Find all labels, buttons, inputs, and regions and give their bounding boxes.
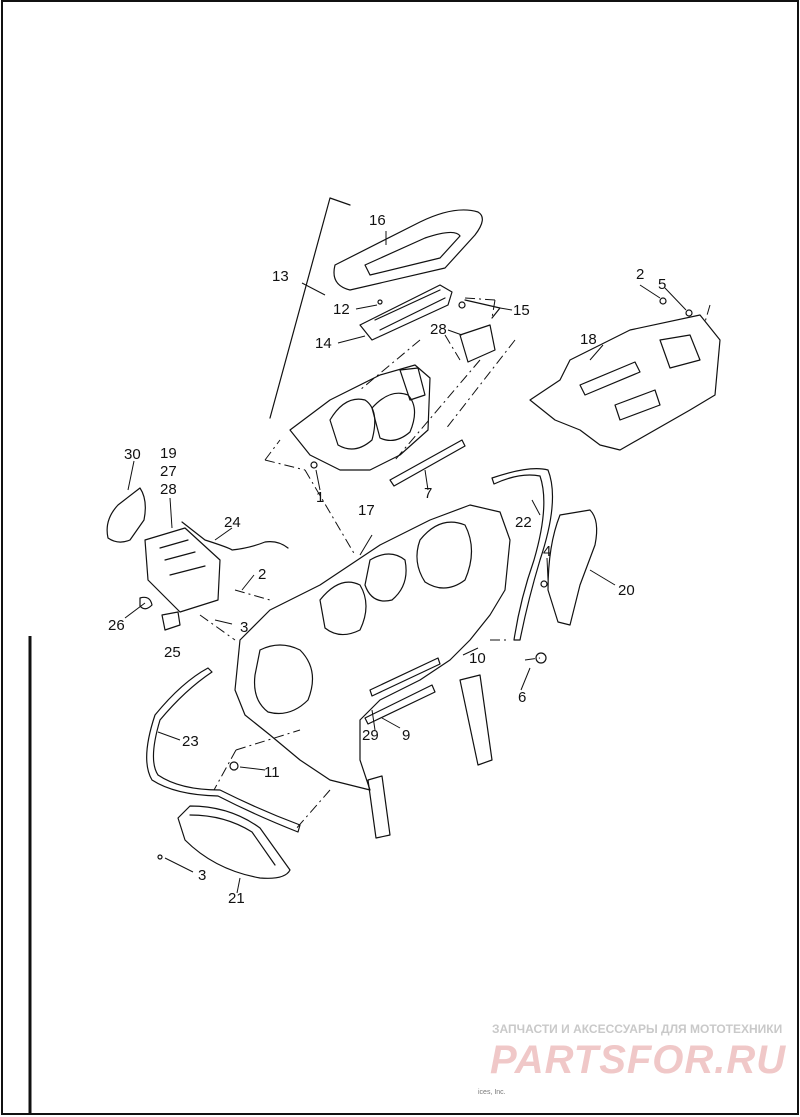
part-30-cover bbox=[106, 487, 146, 543]
callout-14: 14 bbox=[315, 335, 332, 352]
callout-5: 5 bbox=[658, 276, 666, 293]
callout-3-right: 3 bbox=[198, 867, 206, 884]
part-inner-fairing-frame bbox=[289, 364, 431, 471]
leader-13 bbox=[269, 197, 351, 419]
fastener-6 bbox=[535, 652, 547, 664]
callout-21: 21 bbox=[228, 890, 245, 907]
callout-28-left: 28 bbox=[160, 481, 177, 498]
fastener-12 bbox=[377, 299, 383, 305]
callout-12: 12 bbox=[333, 301, 350, 318]
part-15-switch bbox=[459, 299, 501, 363]
part-19-connector-box bbox=[144, 527, 221, 613]
callout-13: 13 bbox=[272, 268, 289, 285]
copyright-text: ices, Inc. bbox=[478, 1089, 506, 1096]
watermark-brand: PARTSFOR.RU bbox=[490, 1038, 787, 1082]
watermark-tagline: ЗАПЧАСТИ И АКСЕССУАРЫ ДЛЯ МОТОТЕХНИКИ bbox=[492, 1022, 783, 1036]
part-bracket-right bbox=[459, 674, 493, 766]
part-29-strip bbox=[369, 657, 441, 697]
callout-10: 10 bbox=[469, 650, 486, 667]
part-14-bracket-strip bbox=[359, 284, 453, 341]
part-20-trim bbox=[547, 509, 598, 626]
callout-7: 7 bbox=[424, 485, 432, 502]
part-21-side-panel bbox=[177, 805, 291, 879]
part-23-seal bbox=[146, 667, 301, 833]
callout-25: 25 bbox=[164, 644, 181, 661]
fastener-4 bbox=[540, 580, 548, 588]
part-7-rod bbox=[389, 439, 466, 487]
callout-3-left: 3 bbox=[240, 619, 248, 636]
callout-23: 23 bbox=[182, 733, 199, 750]
part-24-harness bbox=[181, 521, 289, 551]
callout-27: 27 bbox=[160, 463, 177, 480]
callout-19: 19 bbox=[160, 445, 177, 462]
part-17-outer-fairing bbox=[234, 504, 511, 791]
callout-2-left: 2 bbox=[258, 566, 266, 583]
part-26-clip bbox=[139, 596, 153, 610]
fastener-1 bbox=[310, 461, 318, 469]
fastener-5 bbox=[685, 309, 693, 317]
callout-labels: 16 13 12 14 15 28 2 5 18 30 19 27 28 1 7… bbox=[108, 212, 666, 907]
callout-9: 9 bbox=[402, 727, 410, 744]
callout-28-upper: 28 bbox=[430, 321, 447, 338]
part-16-top-trim bbox=[333, 209, 483, 291]
callout-11: 11 bbox=[264, 764, 280, 781]
part-bracket-lower bbox=[367, 775, 391, 839]
part-9-rod bbox=[364, 684, 436, 725]
callout-6: 6 bbox=[518, 689, 526, 706]
callout-18: 18 bbox=[580, 331, 597, 348]
callout-20: 20 bbox=[618, 582, 635, 599]
part-22-seal bbox=[491, 468, 554, 641]
callout-17: 17 bbox=[358, 502, 375, 519]
callout-29: 29 bbox=[362, 727, 379, 744]
fastener-2-top bbox=[659, 297, 667, 305]
callout-2-upper: 2 bbox=[636, 266, 644, 283]
fastener-3-lower bbox=[157, 854, 163, 860]
leader-lines bbox=[124, 231, 687, 894]
callout-16: 16 bbox=[369, 212, 386, 229]
callout-30: 30 bbox=[124, 446, 141, 463]
watermark: ЗАПЧАСТИ И АКСЕССУАРЫ ДЛЯ МОТОТЕХНИКИ PA… bbox=[430, 1020, 795, 1110]
callout-15: 15 bbox=[513, 302, 530, 319]
part-18-plate bbox=[529, 314, 721, 451]
callout-24: 24 bbox=[224, 514, 241, 531]
callout-4: 4 bbox=[543, 543, 551, 560]
fastener-28 bbox=[458, 301, 466, 309]
fastener-11 bbox=[229, 761, 239, 771]
part-25-plug bbox=[161, 611, 181, 631]
callout-1: 1 bbox=[316, 489, 324, 506]
callout-22: 22 bbox=[515, 514, 532, 531]
assembly-lines bbox=[199, 297, 711, 831]
callout-26: 26 bbox=[108, 617, 125, 634]
